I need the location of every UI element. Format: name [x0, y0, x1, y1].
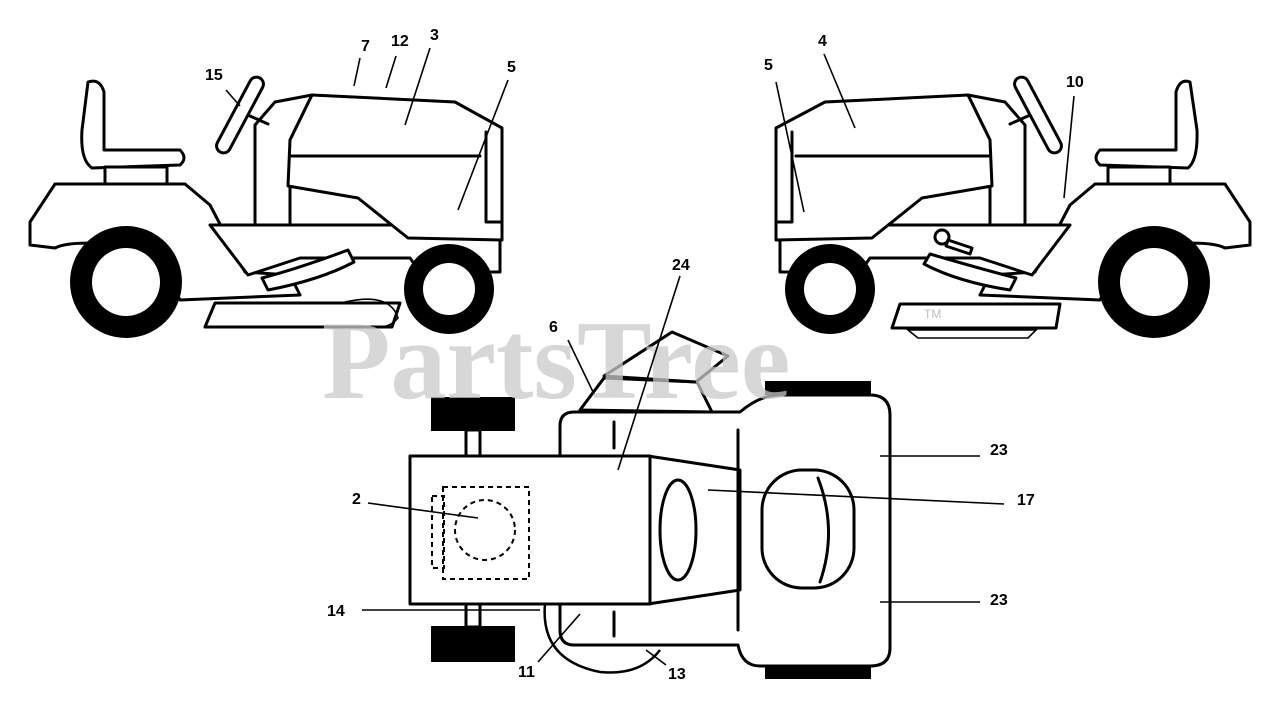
- callout-10: 10: [1066, 74, 1084, 91]
- foot-pedal: [922, 252, 1018, 292]
- seat: [1094, 79, 1199, 170]
- front-wheel-top-right: [765, 665, 871, 679]
- callout-5-left: 5: [507, 59, 516, 76]
- front-wheel-top-left: [765, 381, 871, 395]
- rear-wheel-hub: [92, 248, 160, 316]
- callout-14: 14: [327, 603, 345, 620]
- grille-edge: [774, 130, 794, 224]
- axle-bottom: [464, 600, 482, 629]
- callout-3: 3: [430, 27, 439, 44]
- cable-loop: [543, 603, 661, 674]
- hood: [286, 93, 504, 242]
- foot-pedal: [260, 248, 356, 292]
- mower-deck: [203, 301, 402, 329]
- callout-17: 17: [1017, 492, 1035, 509]
- callout-6: 6: [549, 319, 558, 336]
- watermark-tm: TM: [924, 307, 941, 321]
- callout-23-bottom: 23: [990, 592, 1008, 609]
- axle-top: [464, 428, 482, 460]
- leader-lines: [225, 47, 1075, 666]
- rear-wheel-top-right: [431, 626, 515, 662]
- callout-2: 2: [352, 491, 361, 508]
- front-wheel-hub: [804, 263, 856, 315]
- right-side-view: [774, 75, 1252, 339]
- left-view-callouts: 15 7 12 3 5: [205, 27, 516, 84]
- deck-skirt: [905, 329, 1038, 339]
- seat: [80, 79, 186, 170]
- mower-deck: [890, 302, 1062, 330]
- callout-15: 15: [205, 67, 223, 84]
- top-view-callouts: 6 24 23 17 2 23 14 11 13: [327, 257, 1035, 683]
- discharge-chute: [344, 298, 399, 328]
- callout-13: 13: [668, 666, 686, 683]
- grille-oval: [760, 468, 856, 590]
- left-side-view: [28, 75, 504, 338]
- hood-cylinder-end: [658, 478, 698, 582]
- top-view: [408, 330, 892, 679]
- callout-4: 4: [818, 33, 827, 50]
- callout-12: 12: [391, 33, 409, 50]
- decal-tab: [431, 495, 445, 569]
- rear-wheel-hub: [1120, 248, 1188, 316]
- callout-11: 11: [518, 664, 535, 681]
- callout-7: 7: [361, 38, 370, 55]
- ignition-key-blade: [944, 238, 974, 256]
- grille-highlight: [816, 476, 831, 584]
- rear-wheel-top-left: [431, 397, 515, 431]
- watermark: PartsTree: [322, 299, 791, 423]
- steering-wheel: [215, 75, 265, 155]
- front-wheel-hub: [423, 263, 475, 315]
- grille-edge: [484, 130, 504, 224]
- callout-24: 24: [672, 257, 690, 274]
- steering-shaft: [248, 114, 270, 126]
- right-view-callouts: 4 5 10: [764, 33, 1084, 91]
- steering-wheel: [1013, 75, 1063, 155]
- hood: [774, 93, 994, 242]
- seat-base: [103, 165, 169, 187]
- ignition-key: [933, 228, 951, 246]
- decal-circle: [454, 499, 516, 561]
- callout-5-right: 5: [764, 57, 773, 74]
- steering-shaft: [1008, 114, 1030, 126]
- seat-base: [1106, 165, 1172, 187]
- callout-23-top: 23: [990, 442, 1008, 459]
- steering-wheel-top: [602, 330, 730, 384]
